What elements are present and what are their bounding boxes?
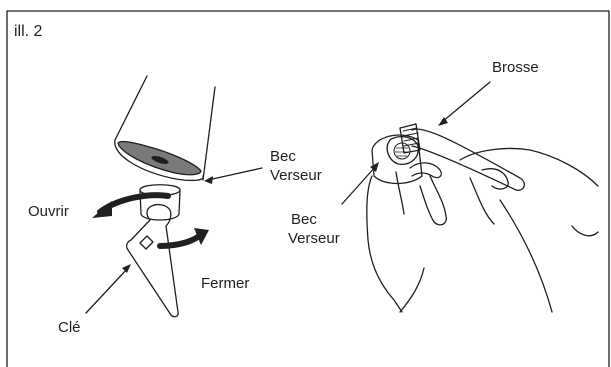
left-thumb: [410, 163, 441, 178]
leader-brosse: [442, 82, 490, 122]
label-bec-verseur-right-1: Bec: [291, 210, 317, 230]
label-bec-verseur-top-2: Verseur: [270, 166, 322, 186]
left-hand: [367, 172, 447, 312]
key-shape: [127, 205, 179, 317]
right-thumb: [482, 169, 508, 189]
label-bec-verseur-top-1: Bec: [270, 147, 296, 167]
rotate-arrow-top-head: [92, 201, 112, 218]
label-ouvrir: Ouvrir: [28, 202, 69, 222]
leader-cle-head: [122, 264, 131, 273]
label-cle: Clé: [58, 318, 81, 338]
figure-title: ill. 2: [14, 22, 42, 42]
cleaning-assembly: [342, 82, 598, 312]
leader-bec-verseur-top: [208, 168, 262, 180]
leader-cle: [86, 268, 128, 313]
leader-bec-verseur-top-head: [204, 176, 213, 184]
key-slot: [140, 236, 153, 249]
label-bec-verseur-right-2: Verseur: [288, 229, 340, 249]
label-brosse: Brosse: [492, 58, 539, 78]
held-spout-face: [387, 137, 418, 165]
rotate-arrow-bottom: [160, 233, 202, 246]
leader-bec-verseur-right: [342, 166, 376, 204]
label-fermer: Fermer: [201, 274, 249, 294]
